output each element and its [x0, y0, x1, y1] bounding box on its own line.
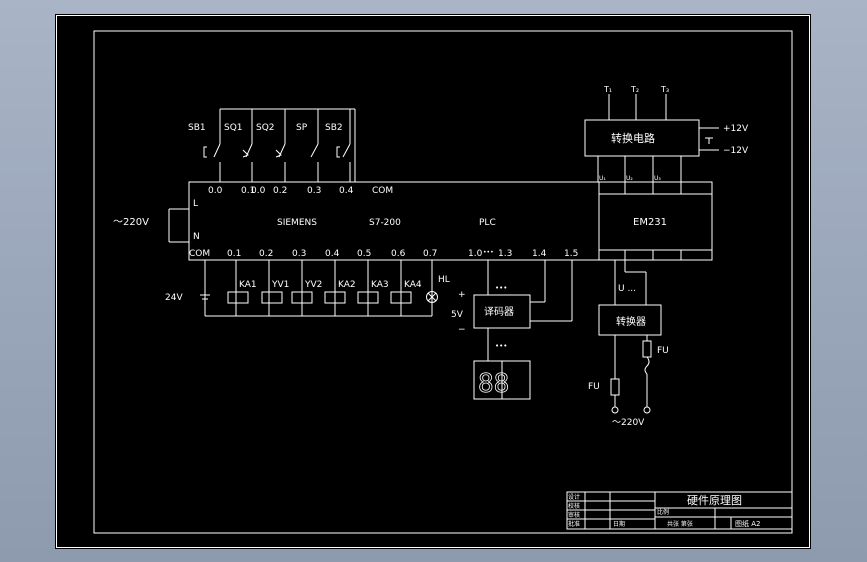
tb-material: 比例 [657, 508, 669, 516]
plc-out-addr-10: 1.0 [468, 249, 483, 259]
label-sq2: SQ2 [256, 123, 275, 133]
plc-com-top: COM [372, 186, 393, 196]
plc-in-addr-1: 0.1 [241, 186, 255, 196]
label-yv1: YV1 [271, 280, 289, 290]
output-loads [200, 260, 438, 317]
decoder-label: 译码器 [484, 306, 514, 318]
label-fu-left: FU [588, 382, 600, 392]
decoder-dots-bottom: ••• [495, 342, 507, 350]
plc-in-addr-3: 0.3 [307, 186, 321, 196]
plc-out-addr-5: 0.6 [391, 249, 406, 259]
label-plus12v: +12V [723, 124, 749, 134]
tb-stamp: 日期 [613, 520, 625, 528]
fuse-left [610, 378, 620, 396]
title-block [566, 491, 793, 530]
plc-out-addr-2: 0.3 [292, 249, 306, 259]
tb-drawing: 图纸 A2 [735, 519, 760, 528]
label-yv2: YV2 [304, 280, 322, 290]
label-sp: SP [296, 123, 308, 133]
bottom-converter [598, 260, 662, 414]
decoder [473, 260, 573, 400]
plc-in-addr: 0.0 [251, 186, 266, 196]
label-t2: T₂ [630, 85, 639, 94]
em231-label: EM231 [633, 217, 667, 228]
label-fu-right: FU [657, 346, 669, 356]
decoder-minus: − [458, 325, 466, 335]
label-sq1: SQ1 [224, 123, 243, 133]
coil-yv2 [291, 291, 313, 304]
converter-circuit-label: 转换电路 [611, 131, 655, 145]
decoder-5v: 5V [451, 310, 464, 320]
tb-row-3: 审核 [568, 511, 580, 519]
label-u3: U₃ [654, 175, 661, 182]
plc-out-addr-6: 0.7 [423, 249, 437, 259]
plc-out-addr-0: 0.1 [227, 249, 241, 259]
label-ka2: KA2 [338, 280, 356, 290]
drawing-frame [93, 30, 793, 534]
lamp-hl [426, 291, 438, 303]
fuse-right [642, 340, 652, 358]
plc-com-bottom: COM [189, 249, 210, 259]
plc-out-addr-15: 1.5 [564, 249, 578, 259]
plc-label: PLC [479, 218, 496, 228]
tb-row-4: 批准 [568, 520, 580, 528]
plc-brand: SIEMENS [277, 218, 317, 228]
schematic-sheet: 0.0 0.1 0.0 0.1 0.2 0.3 0.4 COM L N SIEM… [56, 15, 810, 548]
coil-ka4 [390, 291, 412, 304]
plc-in-addr-2: 0.2 [273, 186, 287, 196]
label-minus12v: −12V [723, 146, 749, 156]
power-input [168, 208, 189, 243]
plc-in-addr-0: 0.0 [208, 186, 223, 196]
input-switches [203, 108, 356, 182]
label-hl: HL [438, 275, 450, 285]
label-u1: U₁ [599, 175, 606, 182]
plc-out-addr-4: 0.5 [357, 249, 371, 259]
plc-out-addr-13: 1.3 [498, 249, 512, 259]
label-220v-bottom: ～220V [612, 418, 645, 428]
label-u-dots: U ... [618, 284, 636, 294]
bottom-converter-label: 转换器 [616, 315, 646, 328]
plc-out-dots: ••• [483, 249, 494, 256]
power-220v-label: ～220V [113, 217, 149, 228]
plc-in-addr-4: 0.4 [339, 186, 354, 196]
label-t1: T₁ [603, 85, 612, 94]
label-ka4: KA4 [404, 280, 422, 290]
label-ka3: KA3 [371, 280, 389, 290]
coil-ka3 [357, 291, 379, 304]
plc-out-addr-1: 0.2 [259, 249, 273, 259]
coil-ka1 [227, 291, 249, 304]
plc-model: S7-200 [369, 218, 401, 228]
sheet-outer-border [56, 15, 810, 548]
label-u2: U₂ [626, 175, 633, 182]
decoder-dots-top: ••• [495, 284, 507, 292]
decoder-plus: + [458, 290, 466, 300]
label-t3: T₃ [660, 85, 669, 94]
coil-ka2 [324, 291, 346, 304]
power-n-label: N [193, 232, 200, 242]
power-l-label: L [193, 199, 198, 209]
coil-yv1 [261, 291, 283, 304]
label-24v: 24V [165, 293, 183, 303]
label-sb2: SB2 [325, 123, 343, 133]
em231-module [598, 181, 713, 261]
seven-seg-digits: 88 [478, 369, 509, 399]
tb-sheets: 共张 第张 [667, 520, 693, 528]
title-block-title: 硬件原理图 [687, 494, 742, 507]
tb-row-1: 设计 [568, 493, 580, 501]
tb-row-2: 校核 [568, 502, 580, 510]
label-ka1: KA1 [239, 280, 257, 290]
converter-circuit [584, 94, 719, 182]
plc-out-addr-3: 0.4 [325, 249, 340, 259]
cad-drawing-viewport[interactable]: 0.0 0.1 0.0 0.1 0.2 0.3 0.4 COM L N SIEM… [55, 14, 811, 549]
plc-out-addr-14: 1.4 [532, 249, 547, 259]
label-sb1: SB1 [188, 123, 206, 133]
